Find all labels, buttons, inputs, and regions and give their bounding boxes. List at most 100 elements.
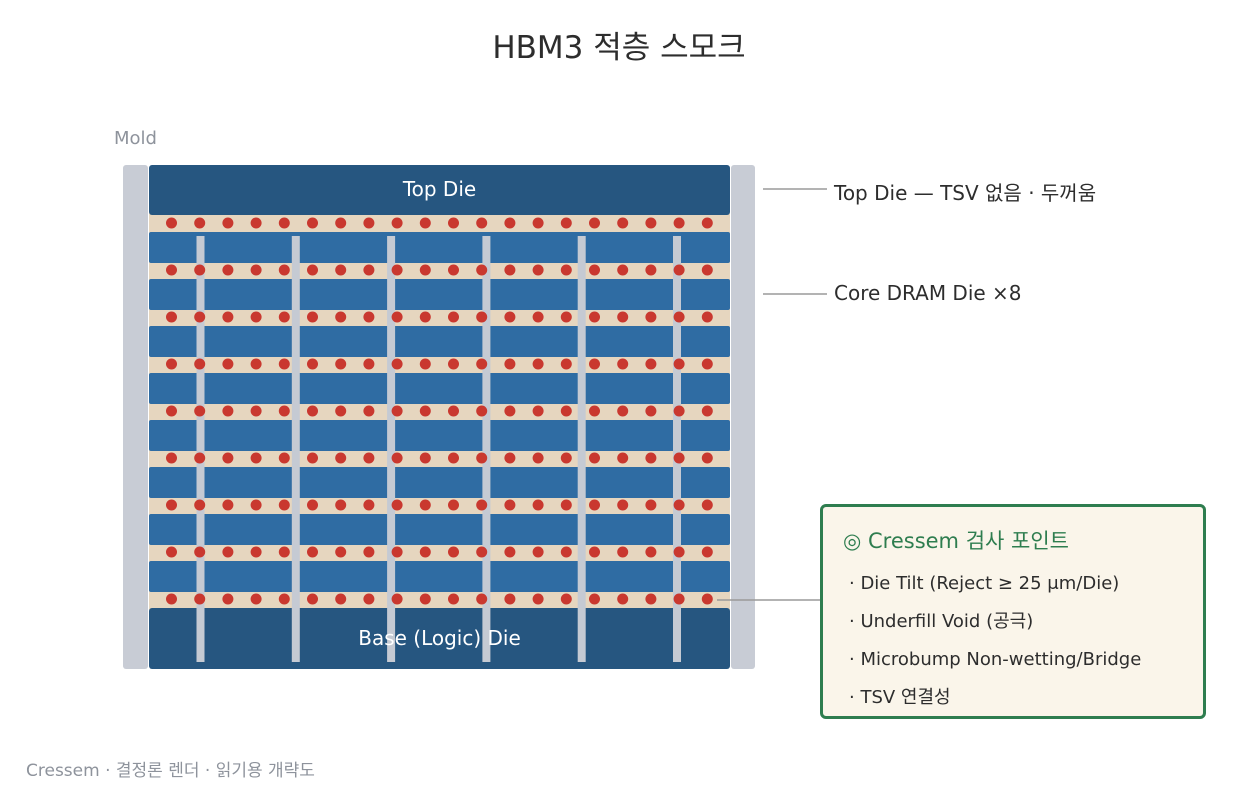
- microbump: [560, 593, 572, 605]
- microbump: [194, 405, 206, 417]
- microbump: [307, 593, 318, 605]
- microbump: [194, 452, 206, 464]
- microbump: [532, 593, 544, 605]
- microbump: [307, 311, 318, 323]
- inspection-panel: ◎ Cressem 검사 포인트 · Die Tilt (Reject ≥ 25…: [820, 504, 1206, 719]
- microbump: [617, 593, 629, 605]
- microbump: [673, 499, 685, 511]
- microbump: [335, 217, 347, 229]
- microbump: [560, 546, 572, 558]
- microbump: [166, 546, 177, 558]
- microbump: [335, 358, 347, 370]
- microbump: [250, 452, 262, 464]
- microbump: [166, 405, 177, 417]
- microbump: [701, 546, 713, 558]
- microbump: [504, 405, 516, 417]
- microbump: [673, 593, 685, 605]
- microbump: [194, 499, 206, 511]
- core-dram-die: [149, 420, 730, 451]
- inspection-item-underfill-void: · Underfill Void (공극): [849, 611, 1034, 632]
- tsv: [196, 236, 205, 662]
- microbump: [476, 217, 488, 229]
- microbump: [307, 405, 318, 417]
- microbump: [532, 217, 544, 229]
- core-die-callout: Core DRAM Die ×8: [834, 281, 1022, 305]
- microbump: [307, 217, 318, 229]
- microbump: [617, 311, 629, 323]
- microbump: [589, 452, 600, 464]
- tsv: [387, 236, 396, 662]
- core-dram-die: [149, 279, 730, 310]
- microbump: [391, 499, 403, 511]
- microbump: [560, 405, 572, 417]
- underfill: [149, 213, 730, 610]
- microbump: [589, 264, 600, 276]
- microbump: [391, 358, 403, 370]
- top-die-callout: Top Die — TSV 없음 · 두꺼움: [834, 181, 1097, 205]
- microbump: [701, 499, 713, 511]
- microbump: [419, 405, 431, 417]
- microbump: [278, 217, 290, 229]
- microbump: [307, 546, 318, 558]
- microbump: [645, 405, 657, 417]
- microbump: [504, 264, 516, 276]
- page-title: HBM3 적층 스모크: [492, 30, 746, 66]
- microbump: [363, 217, 375, 229]
- microbump: [532, 358, 544, 370]
- microbump-layer: [166, 217, 713, 605]
- inspection-title: ◎ Cressem 검사 포인트: [843, 529, 1069, 553]
- microbump: [250, 264, 262, 276]
- microbump: [166, 264, 177, 276]
- core-dram-die: [149, 467, 730, 498]
- microbump: [278, 546, 290, 558]
- microbump: [419, 264, 431, 276]
- top-die-label: Top Die: [402, 177, 477, 201]
- microbump: [250, 593, 262, 605]
- microbump: [250, 405, 262, 417]
- microbump: [617, 264, 629, 276]
- microbump: [278, 264, 290, 276]
- microbump: [589, 593, 600, 605]
- microbump: [419, 358, 431, 370]
- microbump: [278, 311, 290, 323]
- microbump: [166, 499, 177, 511]
- microbump: [673, 358, 685, 370]
- microbump: [701, 264, 713, 276]
- microbump: [476, 452, 488, 464]
- microbump: [673, 264, 685, 276]
- microbump: [448, 405, 459, 417]
- microbump: [222, 405, 234, 417]
- mold-layer: [123, 165, 755, 669]
- microbump: [701, 311, 713, 323]
- microbump: [560, 358, 572, 370]
- microbump: [448, 217, 459, 229]
- microbump: [589, 499, 600, 511]
- microbump: [701, 452, 713, 464]
- microbump: [532, 264, 544, 276]
- microbump: [363, 358, 375, 370]
- microbump: [419, 217, 431, 229]
- microbump: [589, 217, 600, 229]
- microbump: [476, 499, 488, 511]
- microbump: [589, 405, 600, 417]
- microbump: [673, 217, 685, 229]
- inspection-list: · Die Tilt (Reject ≥ 25 μm/Die) · Underf…: [843, 565, 1183, 717]
- core-dram-die: [149, 514, 730, 545]
- microbump: [673, 405, 685, 417]
- microbump: [701, 405, 713, 417]
- microbump: [617, 546, 629, 558]
- microbump: [448, 546, 459, 558]
- underfill-layer: [149, 213, 730, 610]
- microbump: [419, 499, 431, 511]
- microbump: [391, 311, 403, 323]
- inspection-item-microbump: · Microbump Non-wetting/Bridge: [849, 649, 1142, 670]
- microbump: [419, 593, 431, 605]
- microbump: [194, 358, 206, 370]
- microbump: [222, 546, 234, 558]
- microbump: [335, 405, 347, 417]
- microbump: [560, 311, 572, 323]
- tsv: [577, 236, 586, 662]
- microbump: [250, 358, 262, 370]
- microbump: [645, 358, 657, 370]
